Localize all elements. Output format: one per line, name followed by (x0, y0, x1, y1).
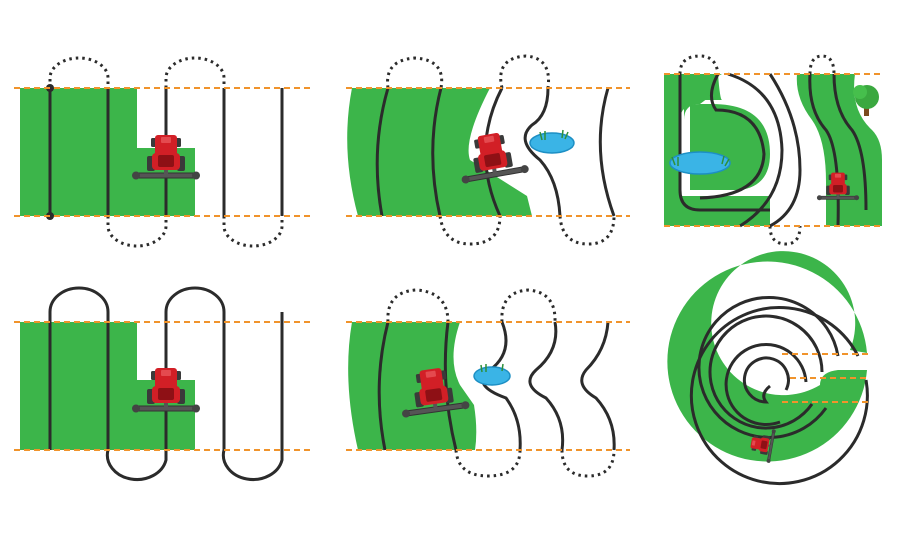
guidance-lines (678, 72, 868, 228)
tree-icon (853, 85, 879, 116)
field-band-top (664, 74, 722, 120)
diagram-straight-ab-lines (14, 56, 310, 248)
pond-icon (473, 363, 511, 386)
diagram-contour-field (664, 54, 884, 246)
diagram-curved-ab-lines (346, 54, 630, 246)
headland-lines (346, 87, 630, 217)
headland-lines (664, 73, 884, 227)
field-worked-area (348, 322, 477, 450)
pond-icon (529, 129, 575, 154)
guidance-lines (689, 295, 869, 486)
pond-icon (669, 151, 731, 175)
turn-paths (386, 288, 616, 478)
turn-paths (678, 54, 836, 246)
diagram-straight-auto-turns (14, 286, 310, 482)
turn-paths (386, 54, 616, 246)
field-band-right (796, 74, 882, 226)
diagram-circular-spiral (667, 251, 870, 486)
field-worked-area (347, 88, 532, 216)
headland-lines (782, 353, 870, 403)
diagram-curved-lines-pond (346, 288, 630, 478)
headland-lines (346, 321, 630, 451)
field-worked-ring (667, 251, 867, 462)
